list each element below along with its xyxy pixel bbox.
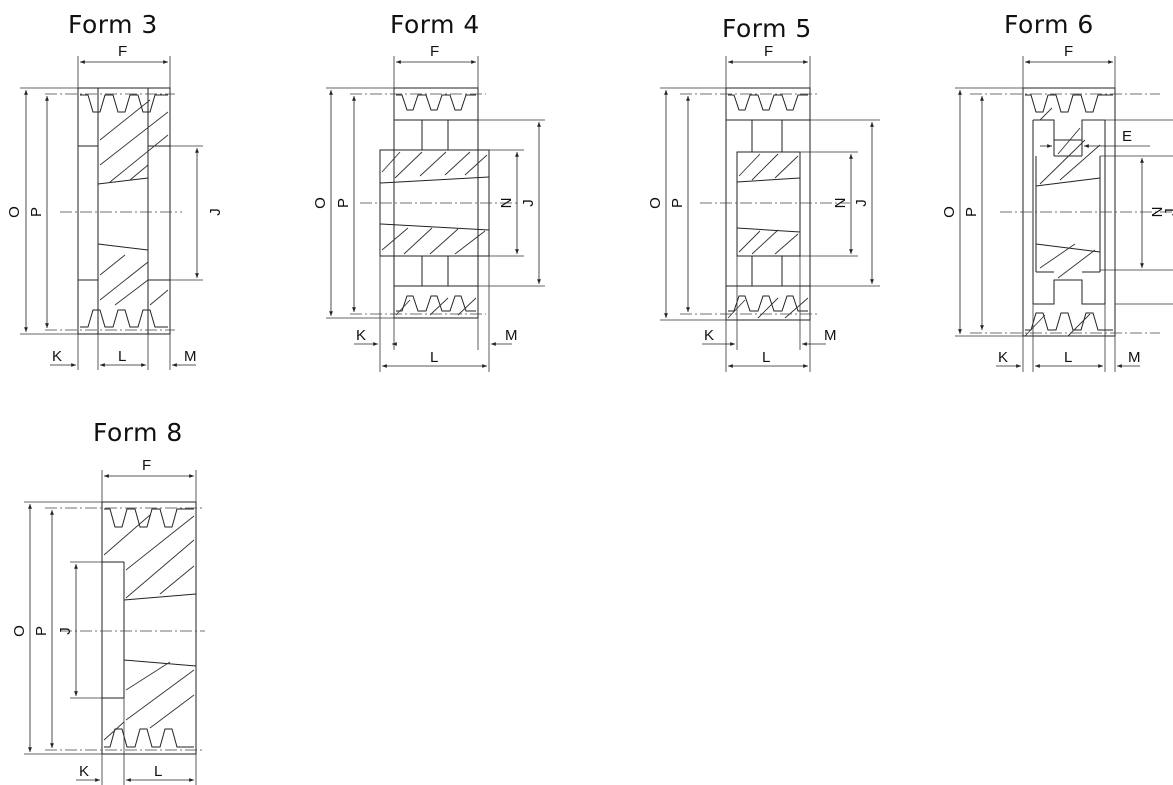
form-8-label-p: P — [33, 626, 50, 636]
form-4-label-m: M — [505, 327, 518, 344]
form-3-label-k: K — [52, 348, 62, 365]
form-6-title: Form 6 — [1004, 10, 1094, 39]
form-6-label-f: F — [1064, 43, 1073, 60]
form-6-label-m: M — [1128, 349, 1141, 366]
form-5-drawing: F O P N J K L M — [647, 43, 880, 372]
form-3-title: Form 3 — [68, 10, 158, 39]
form-6-label-k: K — [998, 349, 1008, 366]
form-4-label-j: J — [520, 199, 537, 207]
form-5-label-l: L — [762, 349, 770, 366]
form-6-label-j: J — [1162, 208, 1173, 216]
form-8-label-l: L — [154, 763, 162, 780]
form-5-label-p: P — [669, 198, 686, 208]
form-8-label-f: F — [142, 457, 151, 474]
form-5-label-f: F — [764, 43, 773, 60]
form-4-label-l: L — [430, 349, 438, 366]
form-5-label-o: O — [647, 197, 664, 209]
form-8-label-o: O — [11, 625, 28, 637]
form-3-label-f: F — [118, 43, 127, 60]
form-6-label-e: E — [1122, 128, 1132, 145]
form-4-title: Form 4 — [390, 10, 480, 39]
form-3-drawing: F O P J K L M — [6, 43, 224, 370]
form-8-drawing: F O P J K L — [11, 457, 205, 785]
form-8-label-j: J — [57, 627, 74, 635]
form-6-label-o: O — [941, 206, 958, 218]
form-4-label-f: F — [430, 43, 439, 60]
form-5-label-k: K — [704, 327, 714, 344]
form-4-label-n: N — [498, 198, 515, 209]
form-6-label-n: N — [1149, 207, 1166, 218]
form-6-label-l: L — [1064, 349, 1072, 366]
form-4-drawing: F O P N J K L M — [312, 43, 545, 372]
form-5-label-m: M — [824, 327, 837, 344]
form-4-label-o: O — [312, 197, 329, 209]
form-4-label-p: P — [335, 198, 352, 208]
form-5-label-n: N — [832, 198, 849, 209]
form-5-title: Form 5 — [722, 14, 812, 43]
form-3-label-o: O — [6, 206, 23, 218]
form-6-label-p: P — [963, 207, 980, 217]
form-4-label-k: K — [356, 327, 366, 344]
form-8-title: Form 8 — [93, 418, 183, 447]
form-6-drawing: F E O P N J K L M — [941, 43, 1173, 372]
form-3-label-m: M — [184, 348, 197, 365]
form-3-label-l: L — [118, 348, 126, 365]
form-5-label-j: J — [853, 199, 870, 207]
form-8-label-k: K — [79, 763, 89, 780]
form-3-label-p: P — [28, 207, 45, 217]
form-3-label-j: J — [207, 208, 224, 216]
